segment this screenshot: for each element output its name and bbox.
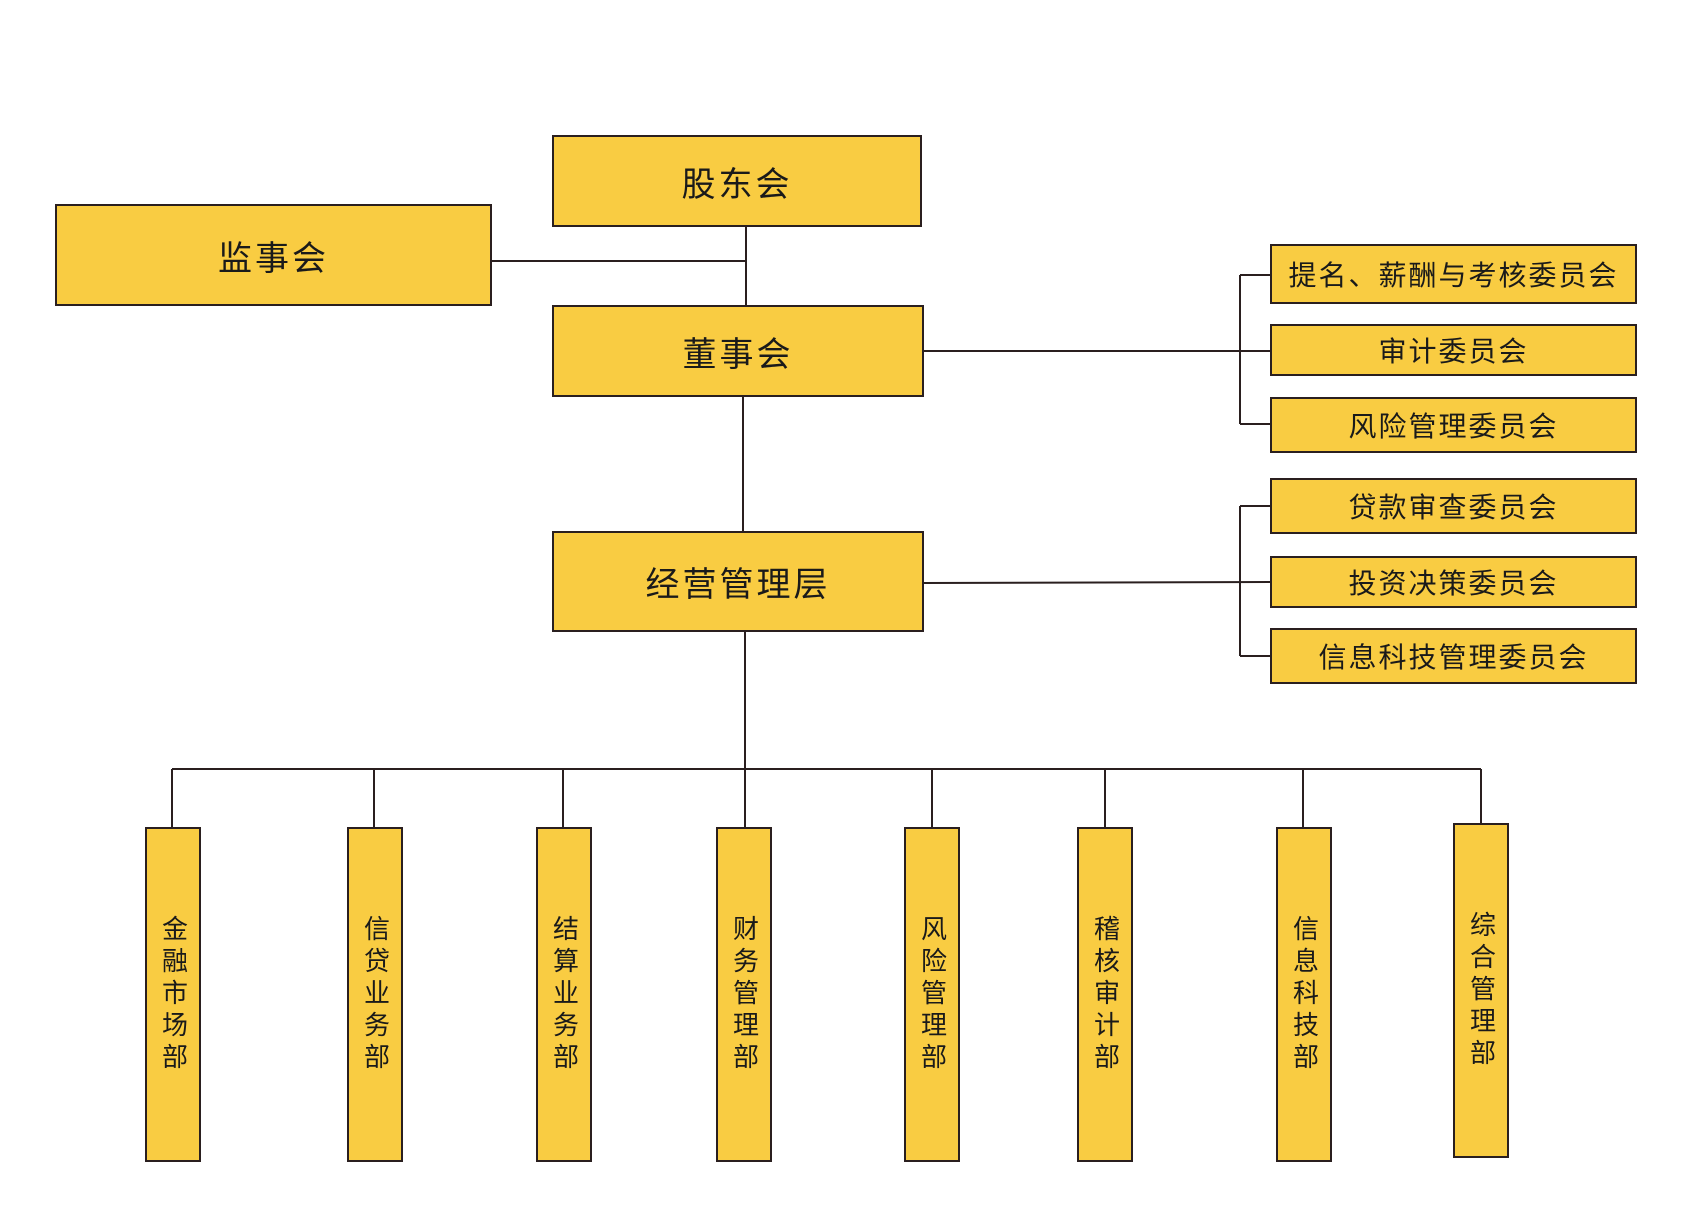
- mgmt-committee-it: 信息科技管理委员会: [1270, 628, 1637, 684]
- committee-label: 风险管理委员会: [1348, 410, 1559, 443]
- management-box: 经营管理层: [552, 531, 924, 632]
- line-management-committees: [923, 581, 1271, 584]
- mgmt-committee-investment: 投资决策委员会: [1270, 556, 1637, 608]
- shareholders-box: 股东会: [552, 135, 922, 227]
- dept-audit: 稽核审计部: [1077, 827, 1133, 1162]
- supervisors-box: 监事会: [55, 204, 492, 306]
- committee-label: 投资决策委员会: [1348, 567, 1559, 600]
- dept-label: 综合管理部: [1465, 910, 1496, 1071]
- committee-label: 信息科技管理委员会: [1318, 641, 1589, 674]
- dept-label: 信息科技部: [1288, 914, 1319, 1075]
- dept-settlement-business: 结算业务部: [536, 827, 592, 1162]
- dept-financial-markets: 金融市场部: [145, 827, 201, 1162]
- mgmt-committee-loan-review: 贷款审查委员会: [1270, 478, 1637, 534]
- dept-general-management: 综合管理部: [1453, 823, 1509, 1158]
- shareholders-label: 股东会: [681, 164, 793, 205]
- dept-label: 财务管理部: [728, 914, 759, 1075]
- dept-label: 稽核审计部: [1089, 914, 1120, 1075]
- dept-finance-management: 财务管理部: [716, 827, 772, 1162]
- board-committee-audit: 审计委员会: [1270, 324, 1637, 376]
- dept-risk-management: 风险管理部: [904, 827, 960, 1162]
- committee-label: 提名、薪酬与考核委员会: [1288, 259, 1619, 292]
- dept-label: 风险管理部: [916, 914, 947, 1075]
- dept-label: 信贷业务部: [359, 914, 390, 1075]
- dept-information-technology: 信息科技部: [1276, 827, 1332, 1162]
- management-label: 经营管理层: [645, 565, 831, 605]
- committee-label: 审计委员会: [1378, 335, 1529, 368]
- dept-credit-business: 信贷业务部: [347, 827, 403, 1162]
- dept-label: 金融市场部: [157, 914, 188, 1075]
- dept-label: 结算业务部: [548, 914, 579, 1075]
- board-committee-risk: 风险管理委员会: [1270, 397, 1637, 453]
- board-box: 董事会: [552, 305, 924, 397]
- board-label: 董事会: [682, 334, 794, 375]
- committee-label: 贷款审查委员会: [1348, 491, 1559, 524]
- supervisors-label: 监事会: [218, 238, 329, 279]
- board-committee-nomination: 提名、薪酬与考核委员会: [1270, 244, 1637, 304]
